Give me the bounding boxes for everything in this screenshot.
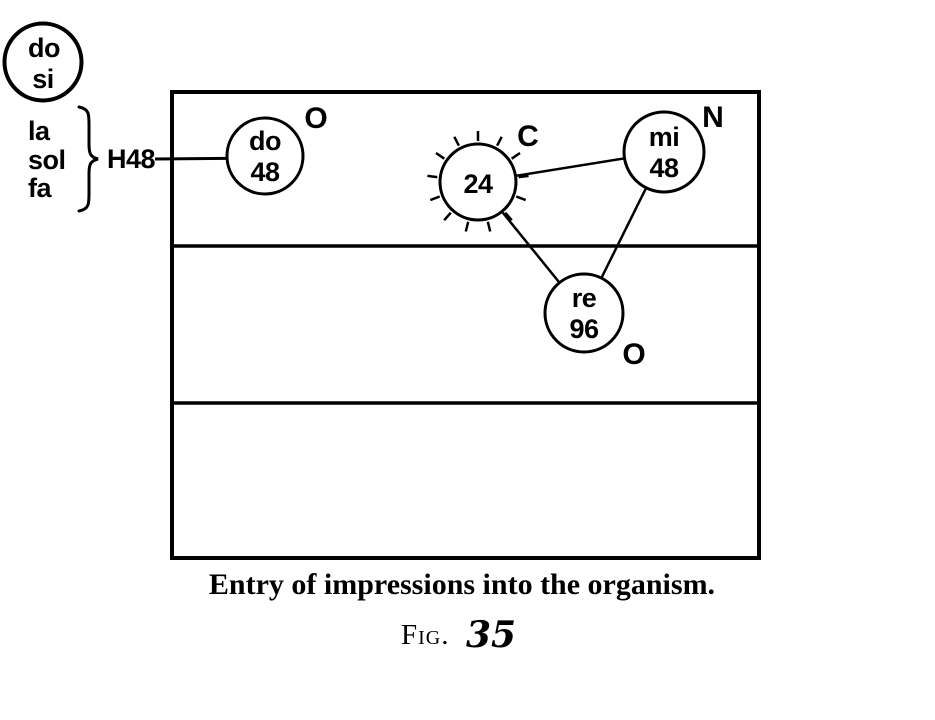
node-do48-number: 48	[250, 157, 280, 187]
do-si-note-top: do	[28, 33, 60, 63]
node-re96-circle	[543, 272, 625, 354]
tag-o-re96: O	[622, 338, 645, 371]
node-mi48-circle	[622, 110, 706, 194]
fig-number: 35	[466, 614, 516, 656]
do-si-note-bottom: si	[32, 64, 54, 94]
fig-label: Fig.	[401, 619, 449, 651]
note-fa: fa	[28, 173, 52, 203]
node-re96-note: re	[572, 283, 597, 313]
node-do48-note: do	[249, 126, 281, 156]
do-si-circle	[2, 21, 84, 103]
brace-icon	[77, 105, 99, 213]
sun-rays-icon	[427, 131, 529, 232]
tag-n-mi48: N	[702, 101, 724, 134]
node-re96-number: 96	[569, 314, 599, 344]
figure-caption: Entry of impressions into the organism.	[209, 568, 715, 601]
node-mi48-note: mi	[649, 122, 680, 152]
organism-box	[170, 90, 761, 560]
node-sun24-circle	[438, 142, 518, 222]
tag-o-do48: O	[304, 102, 327, 135]
node-mi48-number: 48	[649, 153, 679, 183]
node-do48-circle	[225, 116, 305, 196]
node-sun24-value: 24	[463, 169, 493, 199]
h48-label: H48	[107, 144, 156, 174]
note-sol: sol	[28, 145, 66, 175]
tag-c-sun24: C	[517, 120, 539, 153]
note-la: la	[28, 116, 51, 146]
